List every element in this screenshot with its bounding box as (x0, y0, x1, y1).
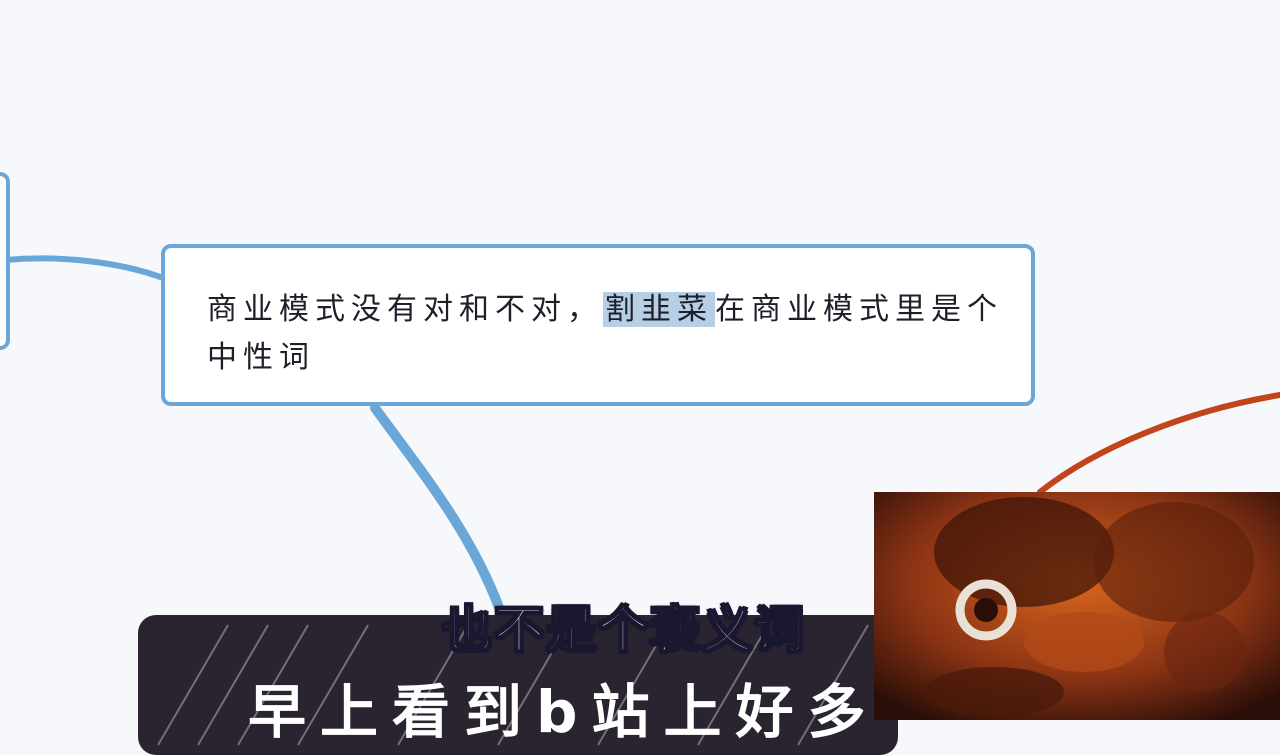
node-text-highlight[interactable]: 割韭菜 (603, 292, 715, 327)
connector-orange (1037, 392, 1280, 495)
left-mindmap-node[interactable] (0, 172, 10, 350)
node-text: 商业模式没有对和不对，割韭菜在商业模式里是个中性词 (207, 286, 1027, 382)
node-text-after: 在商业模式里是个中性词 (207, 292, 1003, 375)
mindmap-canvas (2, 255, 1280, 615)
connector-down (370, 403, 505, 615)
mindmap-node-card[interactable]: 商业模式没有对和不对，割韭菜在商业模式里是个中性词 (161, 244, 1035, 406)
node-text-before: 商业模式没有对和不对， (207, 292, 603, 327)
banner-text: 早上看到b站上好多 (248, 678, 880, 746)
connector-left (2, 255, 166, 281)
webcam-overlay (874, 492, 1280, 720)
webcam-feed-image (874, 492, 1280, 720)
video-subtitle: 也不是个褒义词 (441, 600, 806, 660)
